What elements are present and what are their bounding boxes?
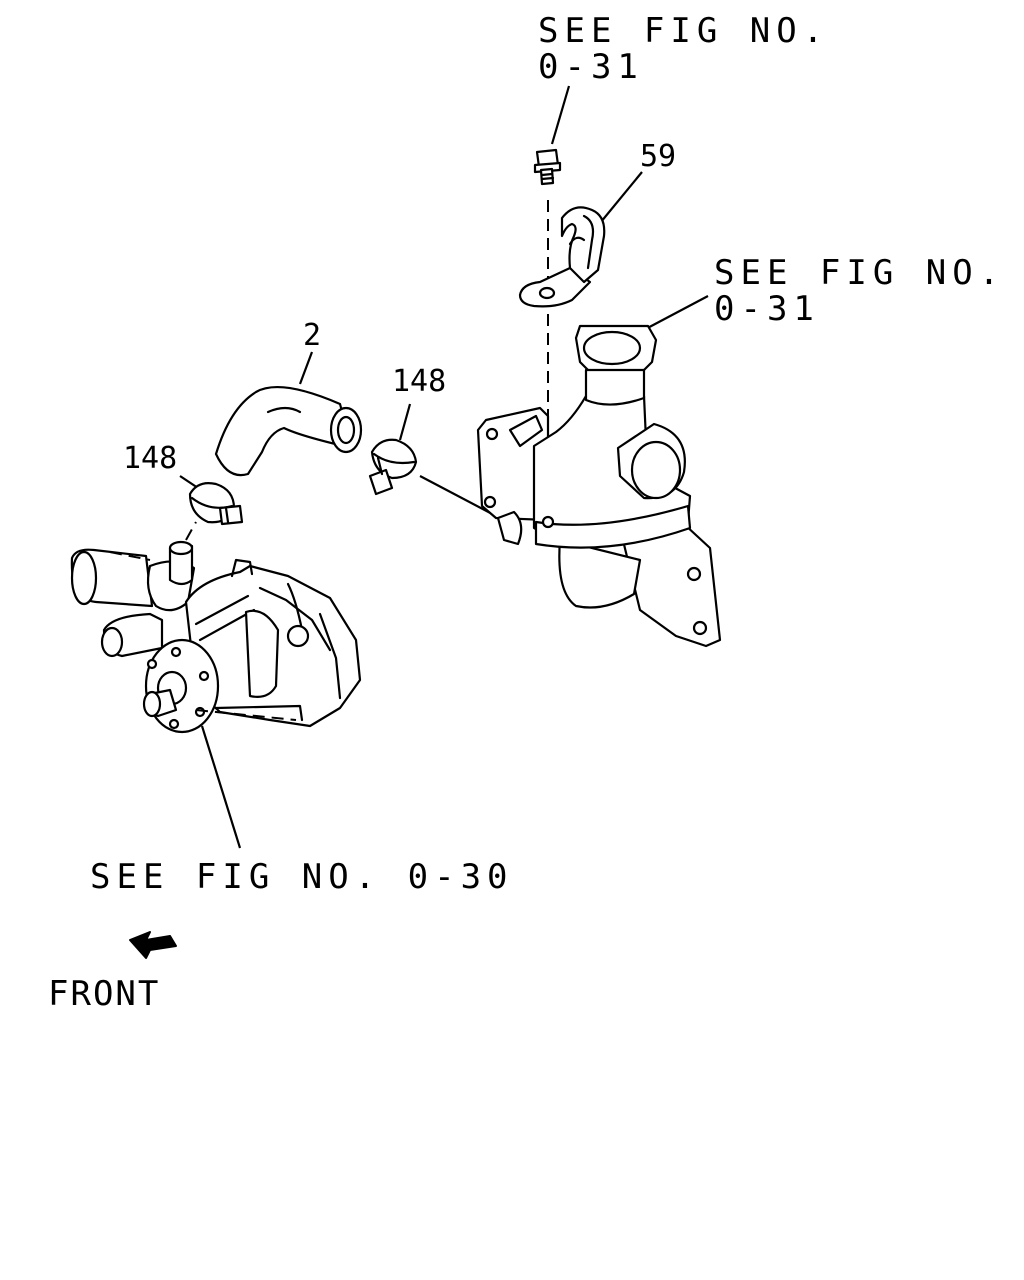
ref-right-line2: 0-31: [714, 289, 820, 329]
thermostat-housing-part: [476, 324, 722, 648]
ref-top-line2: 0-31: [538, 47, 644, 87]
callout-clamp-148-left: 148: [123, 441, 177, 476]
callout-clip-59: 59: [640, 139, 676, 174]
ref-bottom: SEE FIG NO. 0-30: [90, 857, 514, 897]
callout-clamp-148-right: 148: [392, 364, 446, 399]
front-label: FRONT: [48, 974, 160, 1014]
ref-right-line1: SEE FIG NO.: [714, 253, 1005, 293]
clip-59-part: [518, 206, 606, 308]
clamp-148-left-part: [188, 482, 244, 526]
water-pump-part: [70, 540, 362, 734]
callout-hose-2: 2: [303, 318, 321, 353]
hose-2-part: [214, 386, 363, 477]
clamp-148-right-part: [368, 438, 418, 496]
bolt-part: [533, 148, 562, 186]
front-arrow-icon: [129, 931, 177, 959]
ref-top-line1: SEE FIG NO.: [538, 11, 829, 51]
